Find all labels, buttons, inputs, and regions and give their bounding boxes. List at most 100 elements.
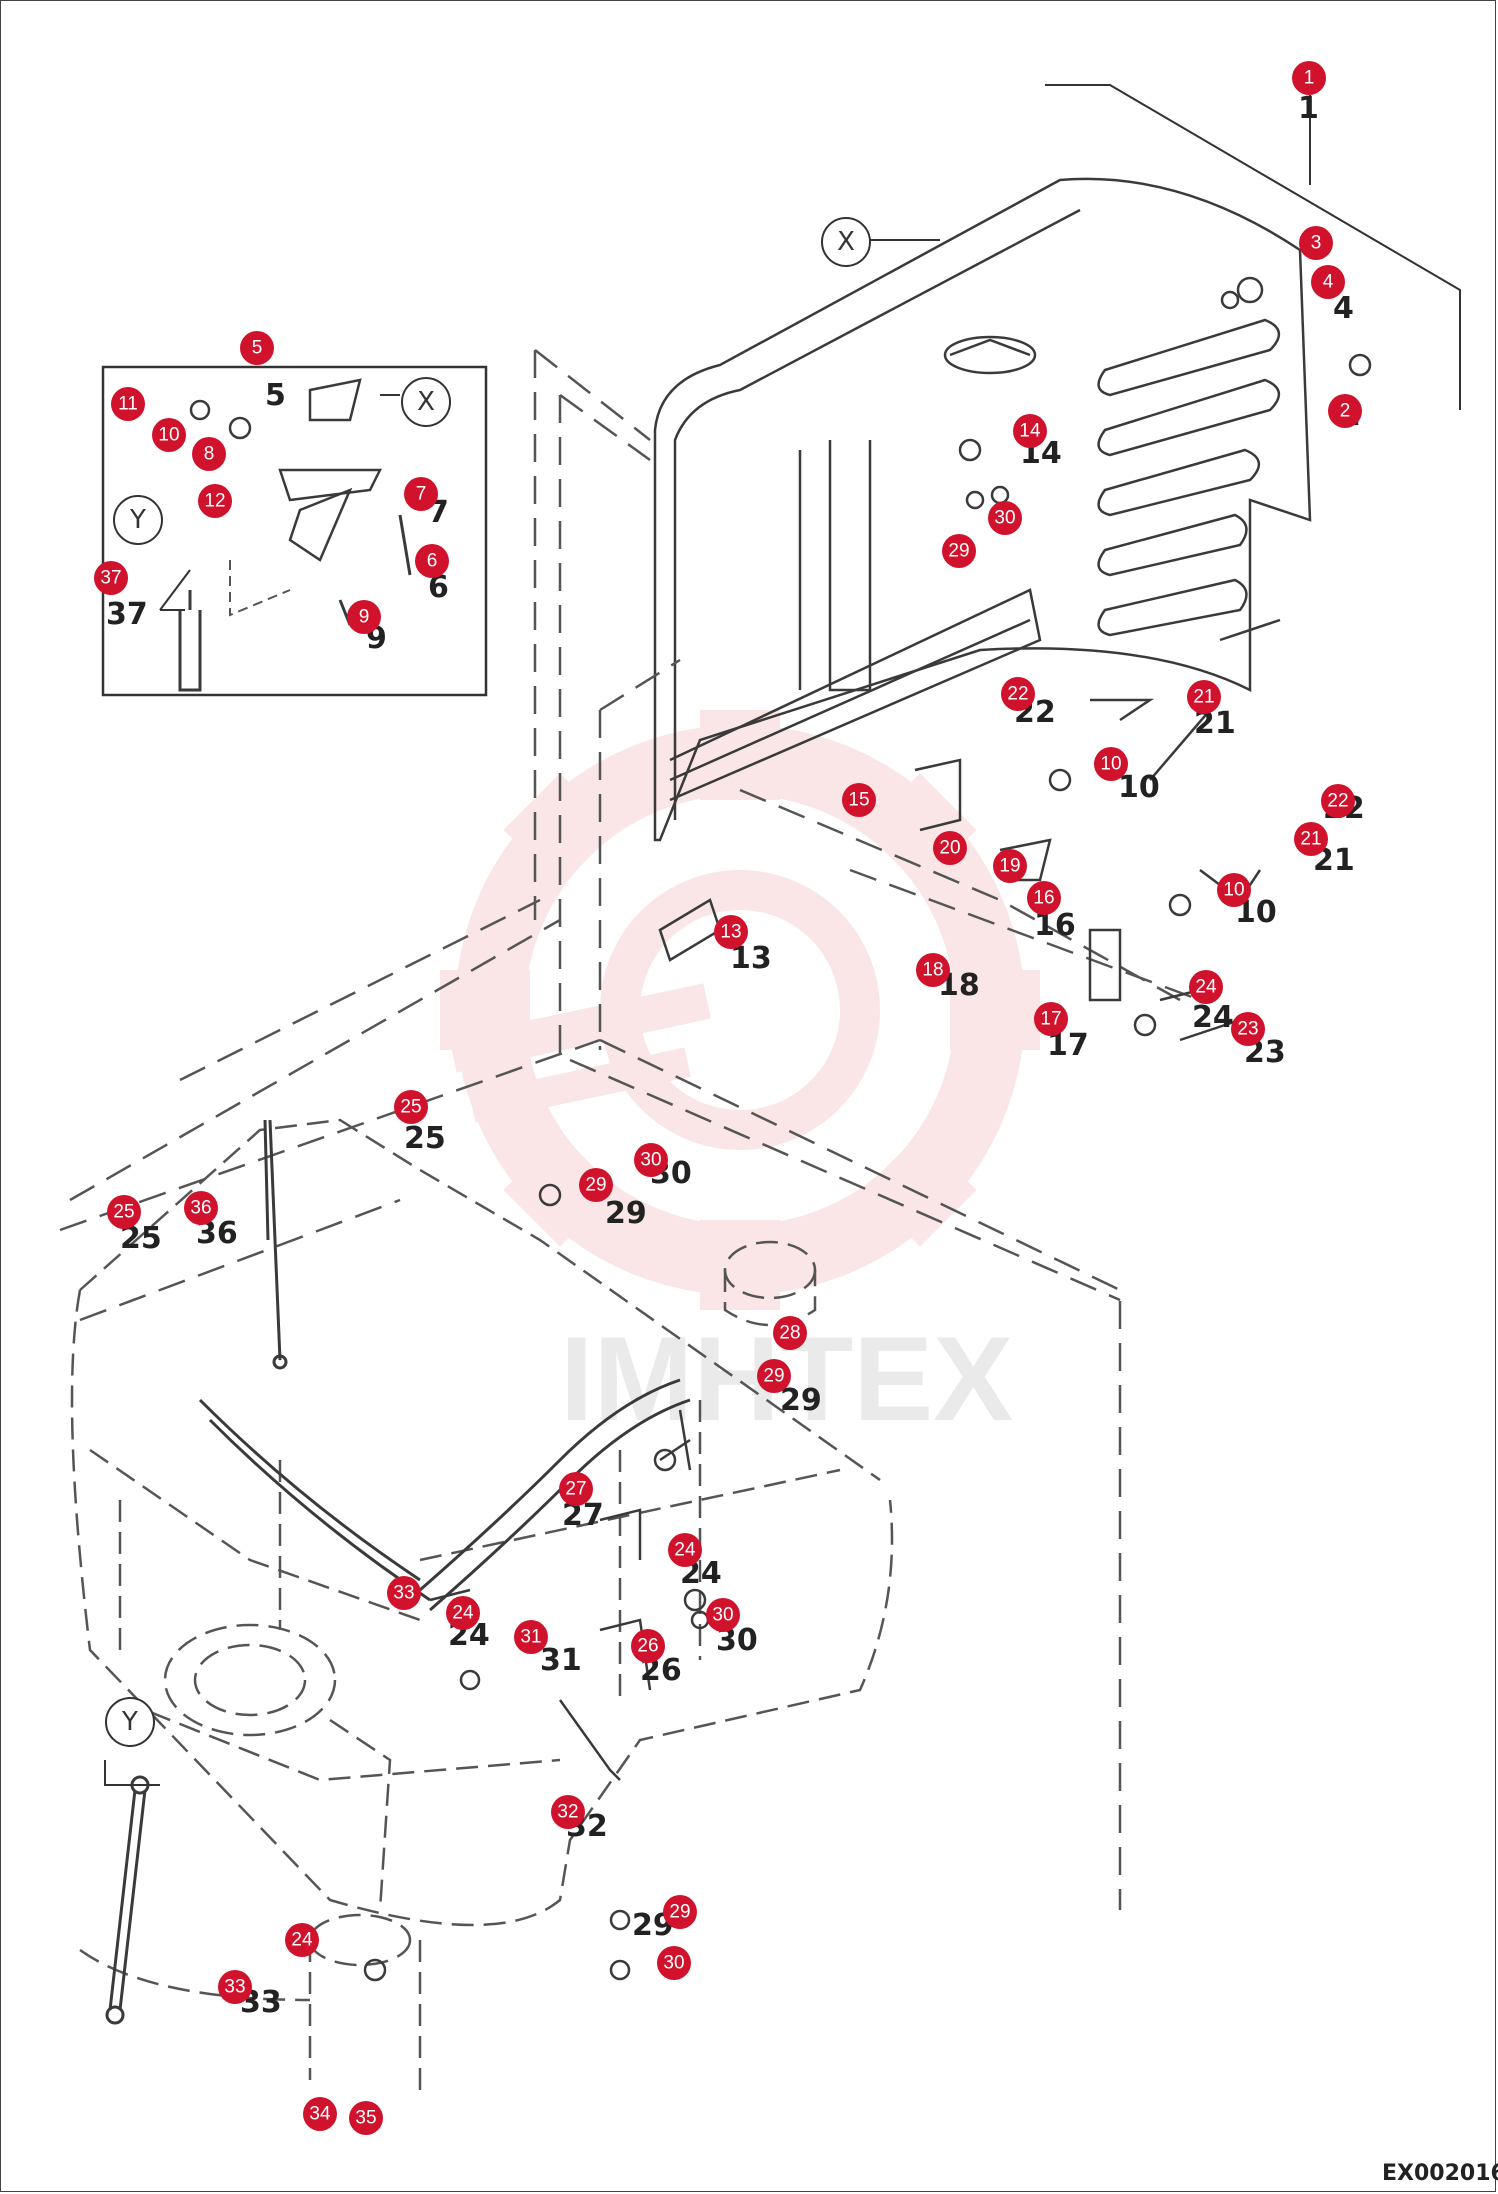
callout-badge: 10 — [152, 418, 186, 452]
svg-text:6: 6 — [427, 551, 438, 572]
callout-badge: 32 — [551, 1795, 585, 1829]
callout-badge: 31 — [514, 1620, 548, 1654]
svg-text:21: 21 — [1300, 829, 1321, 850]
view-marker-x-inset: X — [401, 377, 451, 427]
callout-badge: 21 — [1187, 680, 1221, 714]
callout-badge: 33 — [218, 1970, 252, 2004]
callout-badge: 26 — [631, 1629, 665, 1663]
callout-badge: 18 — [916, 953, 950, 987]
part-label: 6 — [428, 570, 449, 605]
callout-badge: 6 — [415, 544, 449, 578]
callout-badge: 23 — [1231, 1012, 1265, 1046]
part-label: 25 — [404, 1121, 446, 1156]
callout-badge: 22 — [1321, 784, 1355, 818]
callout-badge: 29 — [663, 1895, 697, 1929]
watermark-gear — [440, 710, 1040, 1310]
part-label: 24 — [1192, 1000, 1234, 1035]
view-marker-y-inset: Y — [113, 495, 163, 545]
svg-text:34: 34 — [309, 2104, 331, 2125]
svg-text:24: 24 — [452, 1603, 474, 1624]
svg-text:27: 27 — [565, 1479, 586, 1500]
hardware-parts — [363, 276, 1372, 1982]
cab-shell — [653, 177, 1312, 842]
callout-badge: 29 — [757, 1359, 791, 1393]
drawing-code: EX002016 — [1382, 2161, 1498, 2186]
callout-badge: 33 — [387, 1576, 421, 1610]
svg-text:15: 15 — [848, 790, 869, 811]
callout-badge: 10 — [1094, 747, 1128, 781]
callout-badge: 17 — [1034, 1002, 1068, 1036]
callout-badge: 34 — [303, 2097, 337, 2131]
part-label: 31 — [540, 1643, 582, 1678]
callout-badge: 25 — [394, 1090, 428, 1124]
callout-badge: 30 — [657, 1946, 691, 1980]
svg-text:35: 35 — [355, 2108, 376, 2129]
svg-text:29: 29 — [669, 1902, 690, 1923]
callout-badge: 22 — [1001, 677, 1035, 711]
callout-badge: 2 — [1328, 394, 1362, 428]
callout-badge: 30 — [706, 1598, 740, 1632]
vent-slots — [1097, 318, 1280, 637]
part-labels: 1 2 4 5 6 7 9 10 10 13 14 16 17 18 21 21… — [106, 91, 1365, 2020]
svg-text:1: 1 — [1304, 68, 1315, 89]
callout-badge: 24 — [285, 1923, 319, 1957]
svg-text:4: 4 — [1323, 272, 1334, 293]
svg-text:10: 10 — [1223, 880, 1244, 901]
svg-text:22: 22 — [1327, 791, 1348, 812]
callout-badge: 19 — [993, 849, 1027, 883]
svg-text:23: 23 — [1237, 1019, 1258, 1040]
svg-text:9: 9 — [359, 607, 370, 628]
svg-text:16: 16 — [1033, 888, 1054, 909]
svg-text:37: 37 — [100, 568, 121, 589]
callout-badge: 30 — [988, 501, 1022, 535]
svg-text:10: 10 — [158, 425, 179, 446]
svg-text:26: 26 — [637, 1636, 658, 1657]
svg-text:29: 29 — [948, 541, 969, 562]
svg-text:30: 30 — [663, 1953, 684, 1974]
callout-badge: 1 — [1292, 61, 1326, 95]
leader-lines — [104, 84, 1461, 1786]
svg-text:28: 28 — [779, 1323, 800, 1344]
part-label: 37 — [106, 597, 148, 632]
svg-text:25: 25 — [113, 1202, 134, 1223]
callout-badge: 13 — [714, 915, 748, 949]
callout-badge: 27 — [559, 1472, 593, 1506]
callout-badge: 28 — [773, 1316, 807, 1350]
callout-badge: 36 — [184, 1191, 218, 1225]
svg-text:19: 19 — [999, 856, 1020, 877]
svg-text:30: 30 — [994, 508, 1015, 529]
callout-badge: 37 — [94, 561, 128, 595]
svg-text:5: 5 — [252, 338, 263, 359]
lower-frame — [70, 1118, 894, 2100]
part-label: 4 — [1333, 291, 1354, 326]
callout-badge: 24 — [668, 1533, 702, 1567]
svg-text:2: 2 — [1340, 401, 1351, 422]
view-marker-y-lower-label: Y — [121, 1707, 138, 1737]
svg-text:25: 25 — [400, 1097, 421, 1118]
part-label: 1 — [1298, 91, 1319, 126]
svg-text:17: 17 — [1040, 1009, 1061, 1030]
spring-lower — [105, 1775, 150, 2025]
callout-badge: 24 — [1189, 970, 1223, 1004]
callout-badge: 21 — [1294, 822, 1328, 856]
callout-badge: 24 — [446, 1596, 480, 1630]
svg-text:36: 36 — [190, 1198, 211, 1219]
svg-text:24: 24 — [674, 1540, 696, 1561]
callout-badge: 3 — [1299, 226, 1333, 260]
callout-badge: 5 — [240, 331, 274, 365]
svg-text:33: 33 — [224, 1977, 245, 1998]
callout-badge: 7 — [404, 477, 438, 511]
gas-spring — [263, 1119, 288, 1370]
svg-text:12: 12 — [204, 491, 225, 512]
svg-text:14: 14 — [1019, 421, 1041, 442]
svg-text:30: 30 — [712, 1605, 733, 1626]
svg-text:10: 10 — [1100, 754, 1121, 775]
callout-badge: 14 — [1013, 414, 1047, 448]
callout-badge: 16 — [1027, 881, 1061, 915]
svg-text:8: 8 — [204, 444, 215, 465]
callout-badge: 29 — [579, 1168, 613, 1202]
svg-text:3: 3 — [1311, 233, 1322, 254]
svg-text:18: 18 — [922, 960, 943, 981]
